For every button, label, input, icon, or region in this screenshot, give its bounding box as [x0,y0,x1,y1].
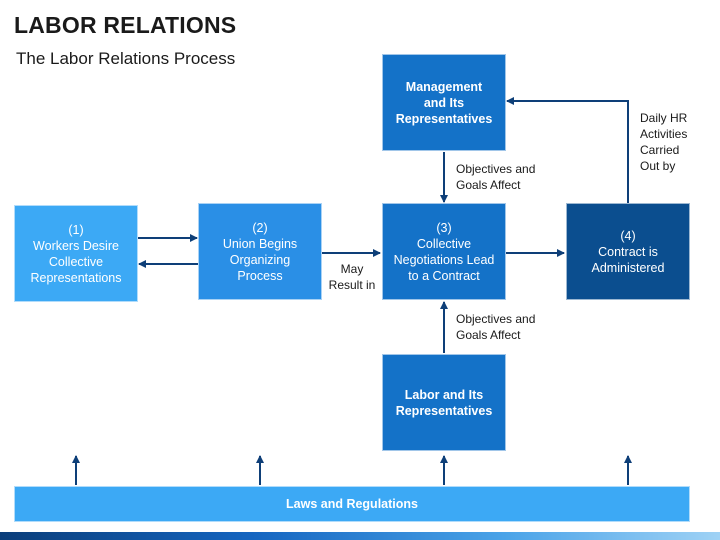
label-line: Objectives and [456,162,536,176]
labor-box-line: Labor and Its [404,387,484,402]
label-line: Result in [328,278,376,292]
box-laws-regulations: Laws and Regulations [14,486,690,522]
contract-box-line: Administered [591,260,665,275]
label-line: Out by [640,159,676,173]
contract-box-line: (4) [620,228,636,243]
workers-box-line: (1) [68,222,84,237]
label-line: Carried [640,143,680,157]
workers-box-line: Workers Desire [33,238,119,253]
union-box-line: Union Begins [222,236,298,251]
page-title: LABOR RELATIONS [14,12,237,38]
laws-box-line: Laws and Regulations [286,497,418,511]
label-line: Goals Affect [456,178,521,192]
label-line: Daily HR [640,111,688,125]
arrow-contract-to-management [506,97,629,203]
management-box-line: and Its [423,95,465,110]
contract-box-line: Contract is [598,244,658,259]
label-line: May [340,262,364,276]
page-subtitle: The Labor Relations Process [16,49,236,68]
label-line: Goals Affect [456,328,521,342]
negotiations-box-line: (3) [436,220,452,235]
union-box-line: Organizing [229,252,291,267]
negotiations-box-line: Negotiations Lead [393,252,495,267]
label-line: Activities [640,127,688,141]
negotiations-box-line: to a Contract [408,268,480,283]
management-box-line: Management [405,79,483,94]
negotiations-box-line: Collective [416,236,472,251]
workers-box-line: Representations [30,270,122,285]
workers-box-line: Collective [48,254,104,269]
union-box-line: (2) [252,220,268,235]
union-box-line: Process [237,268,283,283]
management-box-line: Representatives [395,111,493,126]
decorative-bottom-bar [0,532,720,540]
label-line: Objectives and [456,312,536,326]
labor-box-line: Representatives [395,403,493,418]
